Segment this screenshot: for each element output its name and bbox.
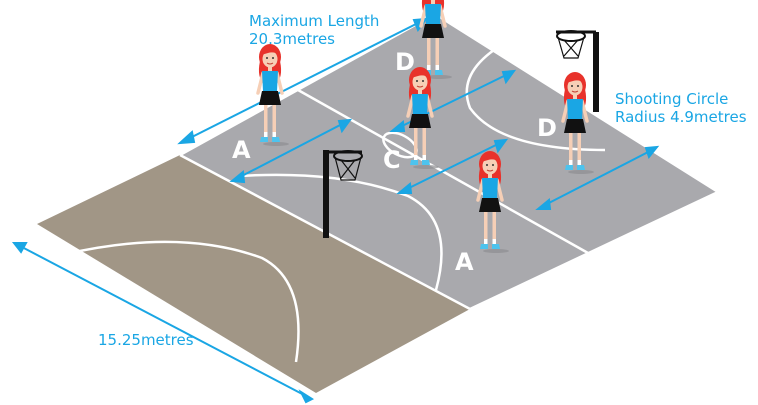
max-length-label: Maximum Length [249, 12, 379, 30]
position-label-a-bottom: A [455, 248, 474, 276]
position-label-a-left: A [232, 136, 251, 164]
court-width-label: 15.25metres [98, 331, 194, 349]
position-label-d-top: D [395, 48, 415, 76]
goal-post-near [323, 150, 363, 238]
court-third-near [37, 155, 470, 393]
max-length-value: 20.3metres [249, 30, 335, 48]
position-label-c: C [383, 146, 401, 174]
shooting-circle-label: Shooting Circle [615, 90, 728, 108]
goal-post-far [556, 30, 599, 112]
court-grey-area [180, 14, 718, 309]
measurement-arrows [11, 17, 660, 404]
shooting-circle-radius: Radius 4.9metres [615, 108, 747, 126]
position-label-d-right: D [537, 114, 557, 142]
